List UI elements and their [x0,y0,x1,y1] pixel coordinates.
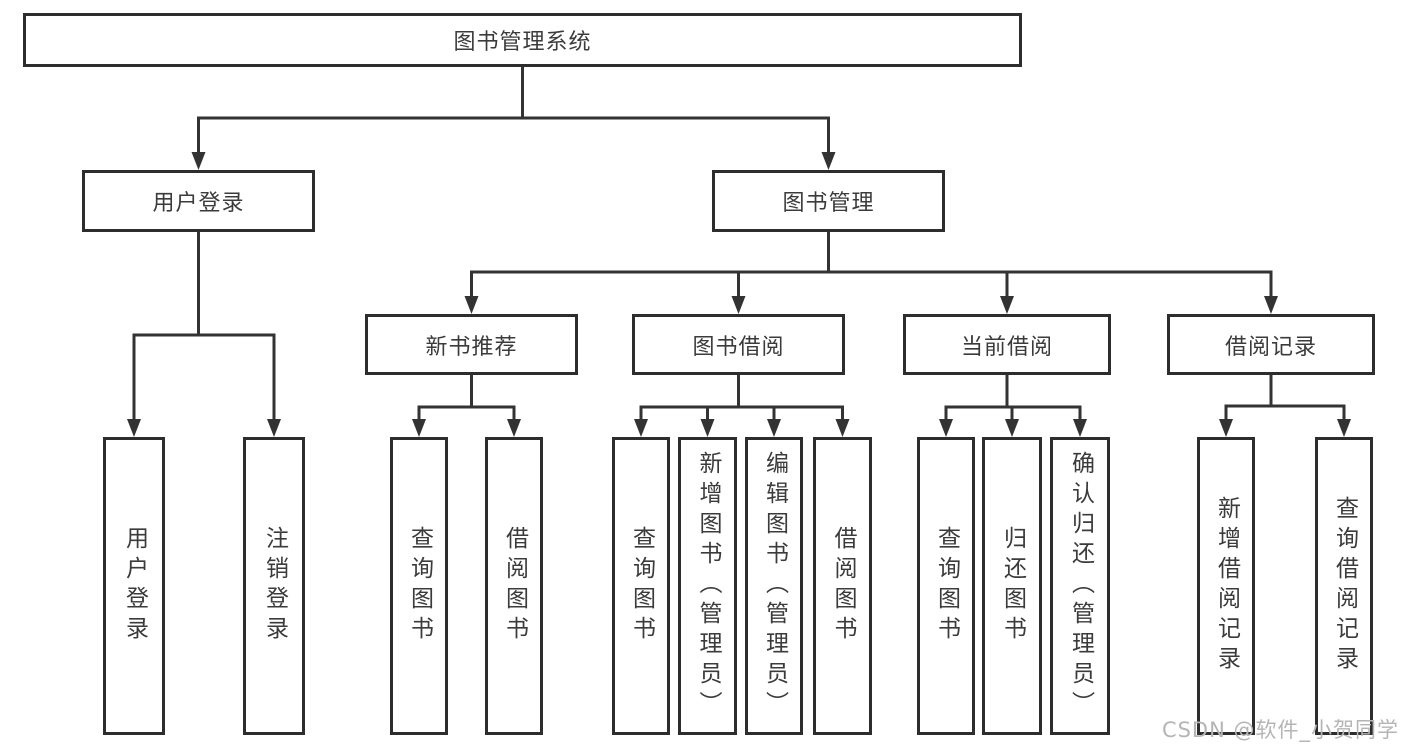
leaf-user-login: 用户登录 [103,437,165,735]
leaf-add-books-admin: 新增图书（管理员） [678,437,737,735]
csdn-watermark: CSDN @软件_小贺同学 [1161,718,1399,742]
node-root-system: 图书管理系统 [23,13,1022,67]
leaf-query-books-recommend: 查询图书 [390,437,448,735]
node-book-borrow: 图书借阅 [632,314,845,375]
leaf-edit-books-admin: 编辑图书（管理员） [745,437,803,735]
node-book-management: 图书管理 [712,170,945,232]
leaf-borrow-books: 借阅图书 [813,437,872,735]
leaf-add-borrow-record: 新增借阅记录 [1197,437,1255,735]
node-current-borrow: 当前借阅 [903,314,1111,375]
leaf-logout: 注销登录 [243,437,305,735]
node-new-book-recommend: 新书推荐 [365,314,578,375]
leaf-borrow-books-recommend: 借阅图书 [485,437,543,735]
leaf-query-books-borrow: 查询图书 [612,437,670,735]
leaf-query-books-current: 查询图书 [917,437,975,735]
leaf-return-books: 归还图书 [982,437,1042,735]
node-user-login: 用户登录 [82,170,315,232]
leaf-confirm-return-admin: 确认归还（管理员） [1050,437,1110,735]
node-borrow-records: 借阅记录 [1167,314,1375,375]
leaf-query-borrow-record: 查询借阅记录 [1315,437,1373,735]
